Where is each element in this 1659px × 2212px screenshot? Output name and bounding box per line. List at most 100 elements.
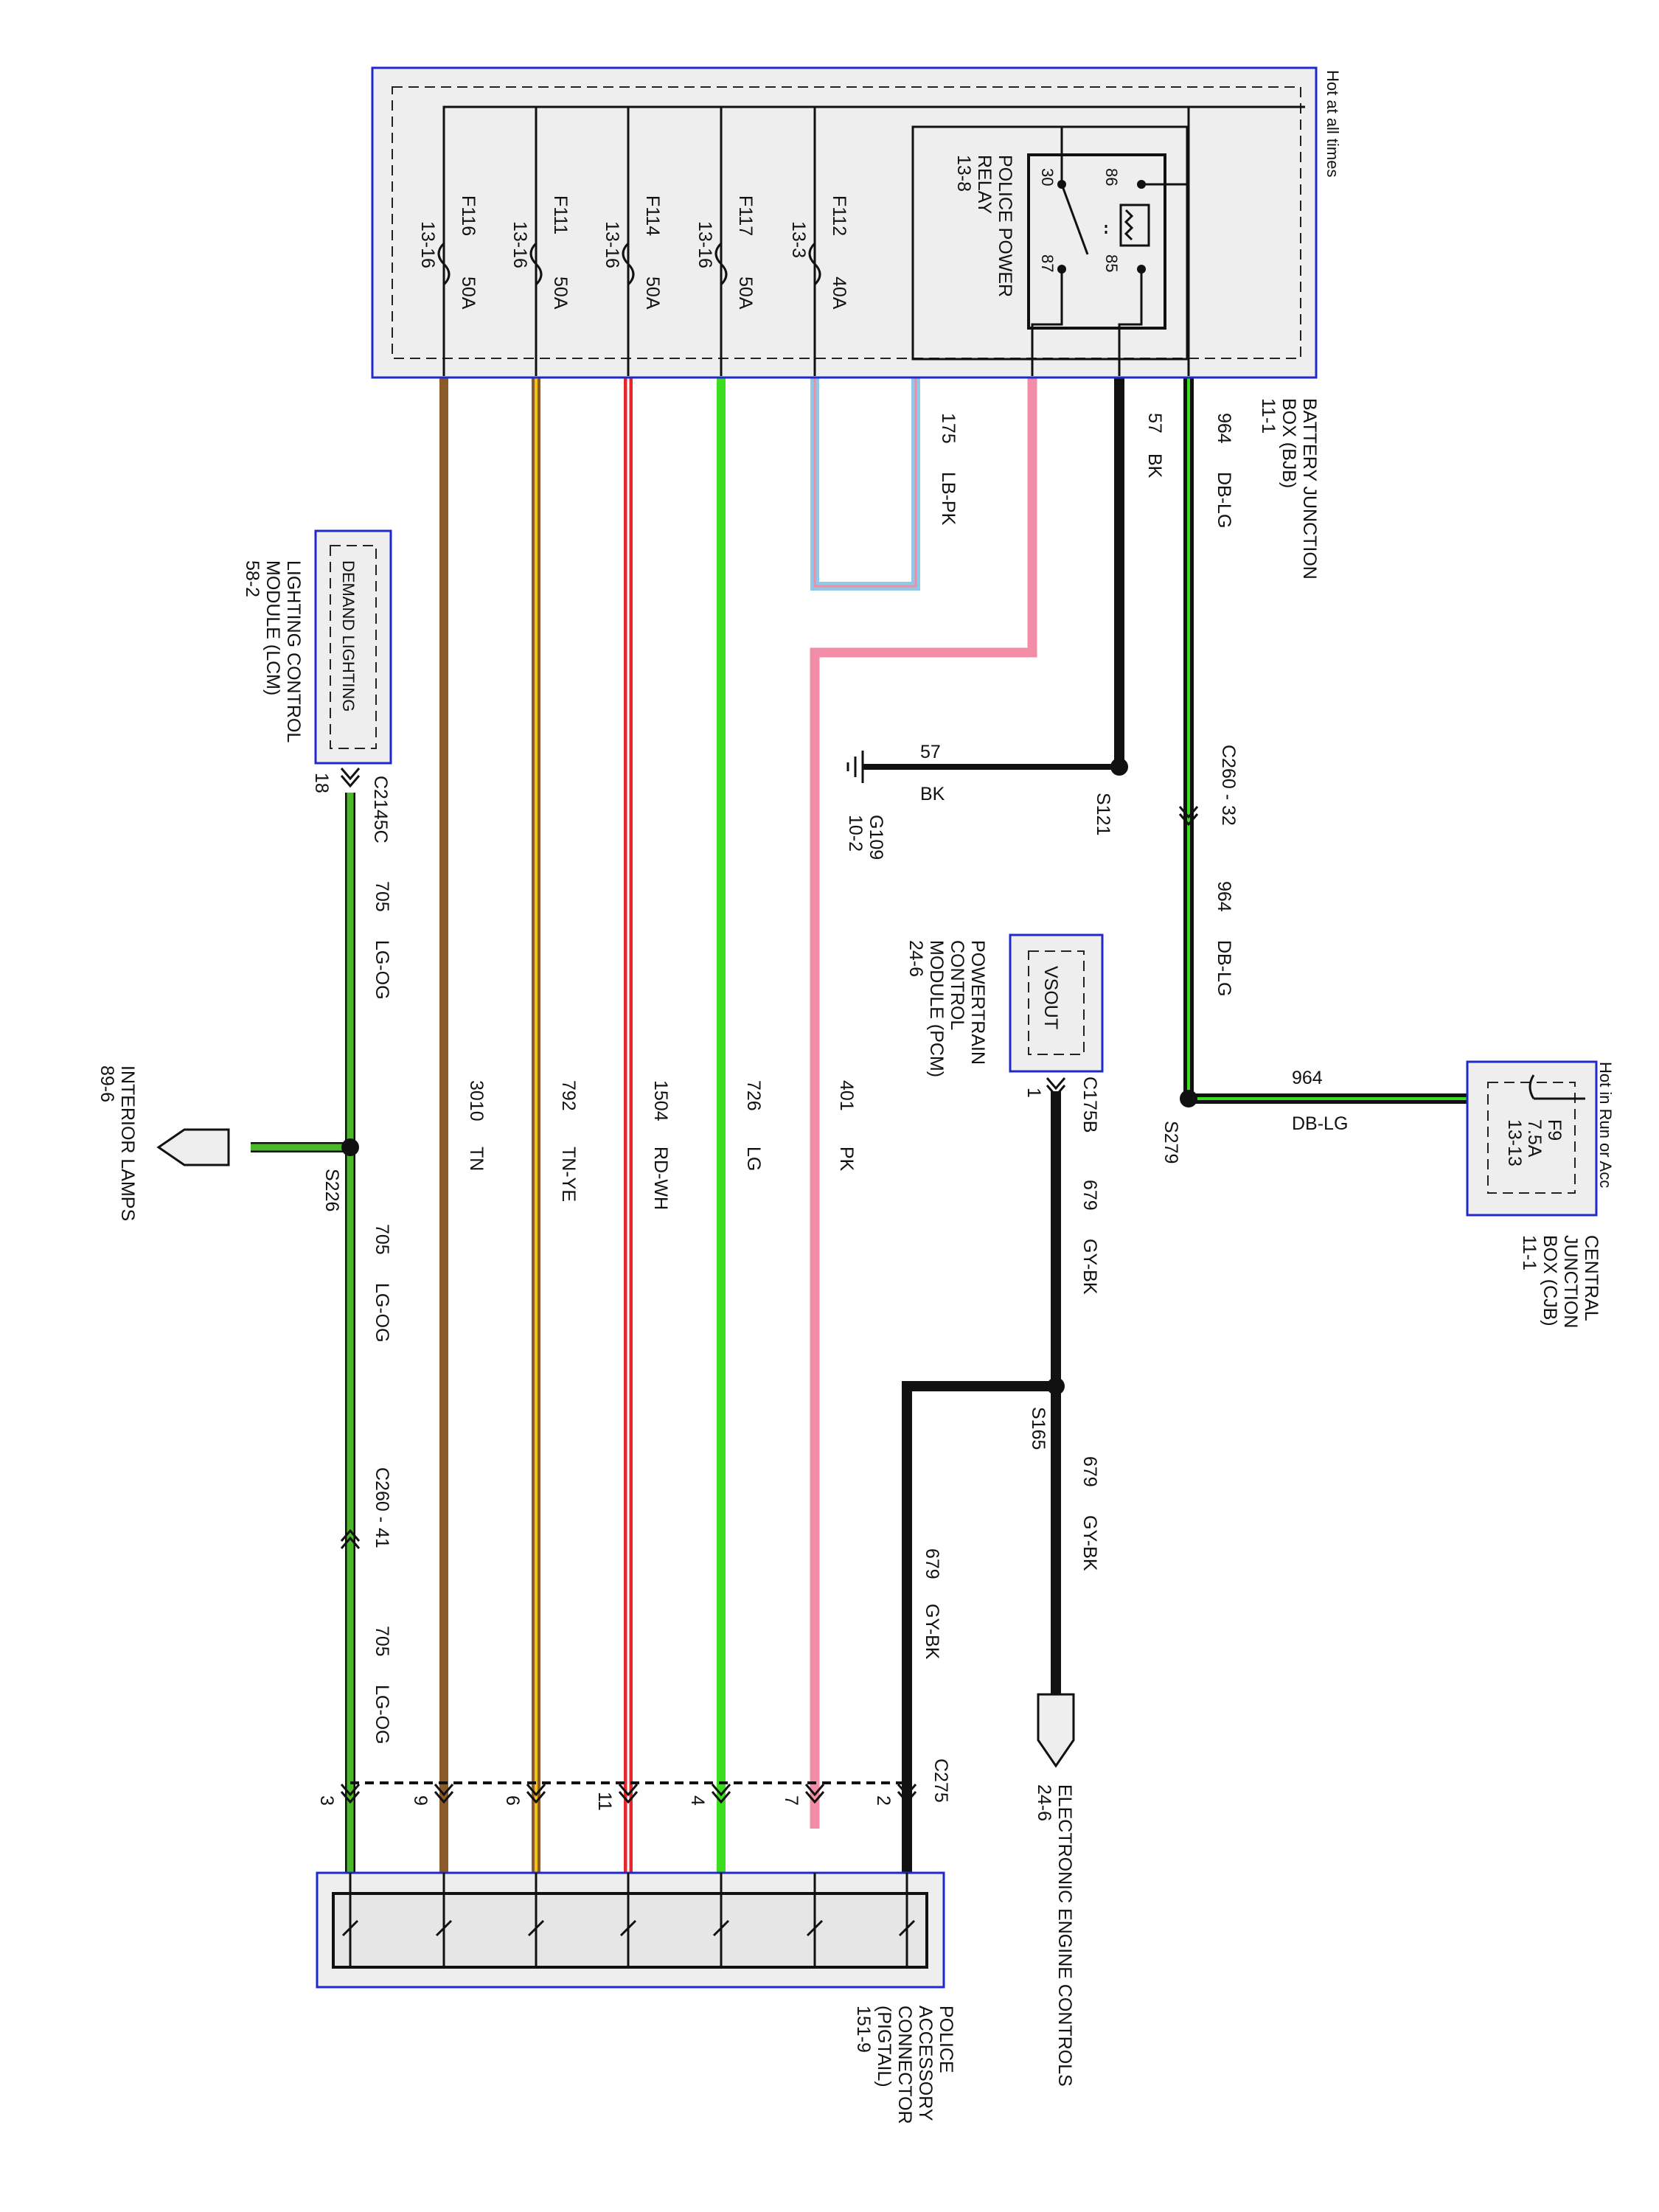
svg-text:G109: G109 [866, 815, 886, 860]
svg-text:401: 401 [836, 1080, 857, 1111]
fuse-symbols [437, 242, 821, 286]
police-connector-label: POLICE ACCESSORY CONNECTOR (PIGTAIL) 151… [853, 2006, 956, 2124]
wire-175-loop [810, 376, 920, 591]
bjb-dashed [392, 86, 1301, 359]
svg-text:89-6: 89-6 [97, 1065, 117, 1102]
svg-text:BK: BK [920, 784, 945, 804]
svg-text:POLICE: POLICE [936, 2006, 956, 2073]
svg-text:57: 57 [920, 742, 941, 762]
cjb-fuse-labels: F9 7.5A 13-13 [1504, 1119, 1565, 1166]
interior-arrow [156, 1128, 230, 1166]
svg-text:57: 57 [1144, 413, 1165, 434]
svg-text:C175B: C175B [1079, 1077, 1100, 1133]
svg-text:50A: 50A [458, 276, 479, 310]
svg-text:2: 2 [873, 1795, 894, 1806]
svg-text:CONNECTOR: CONNECTOR [894, 2006, 915, 2124]
wire-964-color-2: DB-LG [1214, 940, 1234, 996]
eec-arrow [1037, 1693, 1075, 1768]
svg-text:C260 - 41: C260 - 41 [372, 1467, 392, 1548]
svg-text:13-16: 13-16 [417, 221, 438, 268]
cjb-hot-label: Hot in Run or Acc [1596, 1062, 1615, 1188]
c275-label: C275 [931, 1759, 951, 1803]
svg-text:RELAY: RELAY [974, 155, 995, 214]
cjb-box [1466, 1060, 1598, 1217]
splice-s121 [1110, 758, 1128, 776]
relay-coil [1119, 204, 1150, 247]
svg-text:11-1: 11-1 [1258, 398, 1279, 434]
lcm-box [314, 529, 392, 765]
relay-pins: 86 85 30 87 [1038, 168, 1121, 272]
fuse-labels: F112 40A 13-3 F117 50A 13-16 F114 50A 13… [417, 195, 849, 310]
wire-705-color-3: LG-OG [372, 1685, 392, 1745]
svg-text:40A: 40A [829, 276, 849, 310]
splice-s226-label: S226 [321, 1169, 342, 1211]
svg-text:PK: PK [836, 1147, 857, 1172]
svg-text:3: 3 [316, 1795, 337, 1806]
wire-705-color-2: LG-OG [372, 1283, 392, 1343]
bjb-bus [442, 105, 1305, 376]
pcm-dashed [1028, 950, 1085, 1055]
svg-text:TN-YE: TN-YE [558, 1147, 579, 1202]
wire-964-label-3: 964 [1292, 1068, 1323, 1088]
svg-text:ACCESSORY: ACCESSORY [915, 2006, 936, 2121]
svg-text:MODULE (PCM): MODULE (PCM) [926, 940, 947, 1077]
svg-text:58-2: 58-2 [242, 560, 262, 597]
svg-text:C2145C: C2145C [370, 776, 391, 844]
svg-text:F114: F114 [642, 195, 663, 236]
wire-964-label-2: 964 [1214, 881, 1234, 912]
splice-s226 [341, 1138, 359, 1156]
relay-name: POLICE POWER RELAY 13-8 [953, 155, 1015, 297]
svg-text:13-16: 13-16 [695, 221, 715, 268]
svg-text:175: 175 [938, 413, 959, 444]
svg-text:13-16: 13-16 [509, 221, 530, 268]
svg-text:11: 11 [594, 1792, 615, 1811]
lcm-name: LIGHTING CONTROL MODULE (LCM) 58-2 [242, 560, 304, 742]
svg-text:BOX (CJB): BOX (CJB) [1540, 1235, 1560, 1326]
wire-705-label-1: 705 [372, 881, 392, 912]
svg-text:(PIGTAIL): (PIGTAIL) [874, 2006, 894, 2087]
wire-679-color-1: GY-BK [1079, 1239, 1100, 1295]
svg-text:POWERTRAIN: POWERTRAIN [967, 940, 988, 1065]
svg-text:F9: F9 [1544, 1119, 1565, 1141]
svg-text:POLICE POWER: POLICE POWER [995, 155, 1015, 297]
wire-679-label-3: 679 [922, 1548, 942, 1579]
svg-text:1504: 1504 [650, 1080, 671, 1121]
svg-text:JUNCTION: JUNCTION [1560, 1235, 1581, 1328]
svg-text:F112: F112 [829, 195, 849, 236]
wire-679-branch [902, 1381, 1056, 1873]
connector-c260-41: C260 - 41 [340, 1467, 392, 1549]
svg-text:F116: F116 [458, 195, 479, 236]
eec-label: ELECTRONIC ENGINE CONTROLS 24-6 [1034, 1784, 1075, 2087]
svg-text:24-6: 24-6 [1034, 1784, 1054, 1821]
svg-text:CONTROL: CONTROL [947, 940, 967, 1030]
lcm-dashed [330, 545, 377, 749]
bjb-box [371, 66, 1318, 379]
svg-text:C260 - 32: C260 - 32 [1218, 745, 1239, 826]
svg-text:151-9: 151-9 [853, 2006, 874, 2053]
svg-text:6: 6 [502, 1795, 523, 1806]
svg-text:7: 7 [781, 1795, 801, 1806]
wire-705-color-1: LG-OG [372, 940, 392, 1000]
svg-text:13-13: 13-13 [1504, 1119, 1525, 1166]
svg-text:13-16: 13-16 [602, 221, 622, 268]
wire-705-label-3: 705 [372, 1626, 392, 1657]
svg-text:3010: 3010 [466, 1080, 487, 1121]
svg-text:MODULE (LCM): MODULE (LCM) [262, 560, 283, 695]
svg-text:BK: BK [1144, 453, 1165, 479]
svg-text:87: 87 [1038, 254, 1057, 272]
splice-s121-label: S121 [1093, 793, 1113, 835]
svg-text:ELECTRONIC ENGINE CONTROLS: ELECTRONIC ENGINE CONTROLS [1054, 1784, 1075, 2087]
svg-text:4: 4 [687, 1795, 708, 1806]
svg-text:85: 85 [1102, 254, 1121, 272]
svg-text:964: 964 [1214, 413, 1234, 444]
svg-text:9: 9 [410, 1795, 431, 1806]
svg-text:F111: F111 [550, 195, 571, 234]
wire-labels-top: 964 DB-LG 57 BK 175 LB-PK [938, 413, 1234, 528]
pcm-pin-label: VSOUT [1040, 966, 1061, 1029]
svg-text:86: 86 [1102, 168, 1121, 186]
connector-c2145c: C2145C 18 [311, 768, 391, 844]
police-connector-inner [332, 1892, 928, 1969]
splice-s279-label: S279 [1161, 1121, 1181, 1164]
svg-text:13-3: 13-3 [788, 221, 809, 258]
